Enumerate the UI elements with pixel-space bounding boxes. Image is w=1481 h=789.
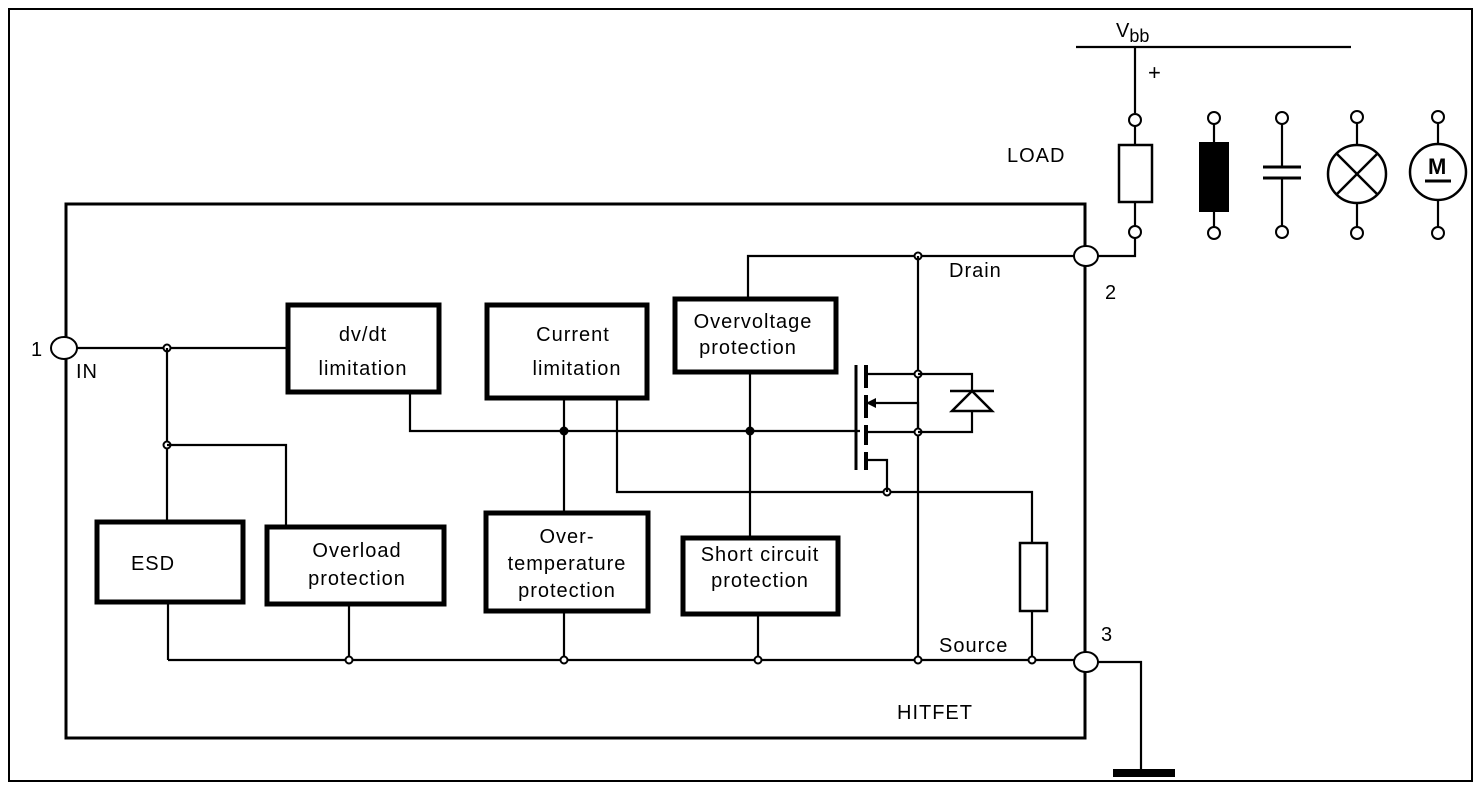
svg-text:protection: protection [308, 568, 406, 590]
svg-text:Short circuit: Short circuit [701, 544, 820, 566]
svg-text:ESD: ESD [131, 553, 175, 575]
source-pin-number: 3 [1101, 624, 1113, 646]
in-pin-number: 1 [31, 339, 43, 361]
sense-resistor [1018, 541, 1049, 613]
svg-text:dv/dt: dv/dt [339, 324, 387, 346]
hitfet-label: HITFET [897, 702, 973, 724]
load-bottom-terminal [1128, 225, 1142, 239]
gate-bus [408, 392, 860, 433]
svg-text:temperature: temperature [508, 553, 627, 575]
motor-symbol: M [1428, 154, 1446, 179]
body-diode-icon [918, 372, 996, 434]
dvdt-limitation-block: dv/dt limitation [285, 302, 442, 395]
overvoltage-protection-block: Overvoltage protection [672, 296, 839, 375]
load-resistor [1117, 143, 1154, 204]
svg-text:protection: protection [711, 570, 809, 592]
source-pin-3 [1073, 651, 1099, 673]
short-circuit-protection-block: Short circuit protection [680, 535, 841, 617]
svg-text:Overvoltage: Overvoltage [694, 311, 813, 333]
overload-protection-block: Overload protection [264, 524, 447, 607]
source-label: Source [939, 635, 1008, 657]
svg-text:limitation: limitation [533, 358, 622, 380]
inductive-load-icon [1199, 111, 1229, 240]
lamp-load-icon [1326, 110, 1388, 240]
outer-frame [8, 8, 1473, 782]
load-top-terminal [1128, 113, 1142, 127]
ground-symbol-icon [1113, 769, 1175, 777]
power-mosfet-icon [854, 256, 923, 665]
drain-pin-number: 2 [1105, 282, 1117, 304]
load-label: LOAD [1007, 145, 1065, 167]
in-pin-label: IN [76, 361, 98, 383]
drain-pin-2 [1073, 245, 1099, 267]
in-pin-1 [50, 336, 78, 360]
svg-text:Over-: Over- [540, 526, 595, 548]
svg-text:Overload: Overload [312, 540, 401, 562]
drain-label: Drain [949, 260, 1002, 282]
esd-block: ESD [94, 519, 246, 605]
svg-text:Current: Current [536, 324, 610, 346]
svg-text:protection: protection [518, 580, 616, 602]
load-to-drain-wire [1098, 238, 1137, 258]
overtemperature-protection-block: Over- temperature protection [483, 510, 651, 614]
vbb-plus-sign: + [1148, 60, 1161, 85]
svg-text:protection: protection [699, 337, 797, 359]
capacitive-load-icon [1263, 111, 1301, 239]
ground-wire [1098, 660, 1143, 770]
motor-load-icon: M [1408, 110, 1468, 240]
overload-feed-wire [167, 443, 288, 527]
vbb-label: Vbb [1116, 20, 1149, 46]
sense-wire [615, 398, 1034, 543]
svg-text:limitation: limitation [319, 358, 408, 380]
hitfet-chip-outline [64, 202, 1087, 740]
current-limitation-block: Current limitation [484, 302, 650, 401]
